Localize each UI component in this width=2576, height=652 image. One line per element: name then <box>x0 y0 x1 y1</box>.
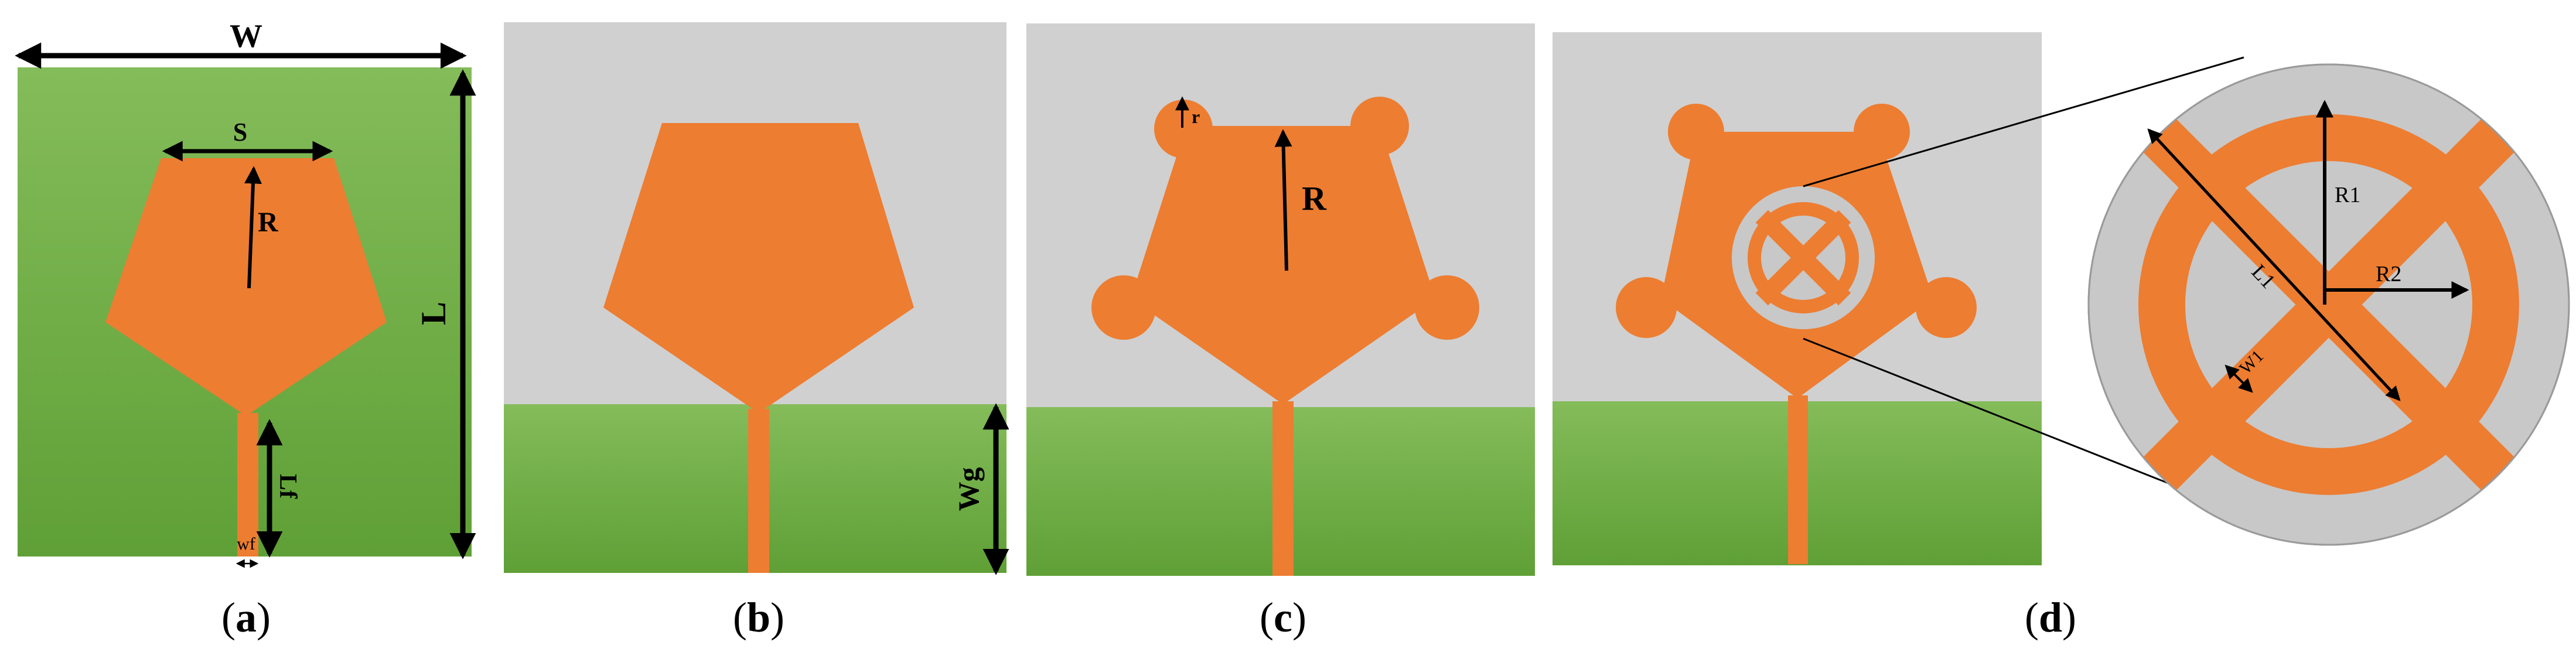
panel-d-corner-circle-left <box>1616 277 1677 338</box>
panel-d: R1 R2 L1 W1 (d) <box>1553 32 2570 641</box>
panel-c-caption: (c) <box>1260 594 1306 641</box>
panel-c-corner-circle-top-left <box>1154 100 1213 158</box>
panel-b-feed-line <box>748 409 769 573</box>
panel-a-r-dimension-arrow <box>244 166 262 289</box>
panel-a-w-label: W <box>230 18 262 54</box>
panel-d-w1-dimension-arrow <box>2224 364 2253 393</box>
panel-c-feed-line <box>1272 401 1294 576</box>
panel-c-corner-circle-right <box>1415 275 1479 340</box>
panel-a-lf-label: Lf <box>274 474 301 499</box>
panel-c-wg-label: Wg <box>952 467 985 511</box>
panel-d-zoom-line-top <box>1803 56 2244 187</box>
panel-a-l-label: L <box>414 302 453 325</box>
panel-c-r-small-label: r <box>1192 106 1200 127</box>
panel-d-r2-label: R2 <box>2376 262 2401 286</box>
panel-a-r-label: R <box>258 207 279 238</box>
panel-d-r1-label: R1 <box>2335 183 2360 207</box>
panel-a-feed-line <box>237 413 258 557</box>
panel-b-caption: (b) <box>733 594 784 641</box>
panel-c: r R Wg (c) <box>952 23 1535 641</box>
panel-d-zoom-line-bottom <box>1803 337 2233 510</box>
panel-b-pentagon-patch <box>603 123 914 413</box>
panel-d-zoom-inset <box>2087 63 2570 546</box>
panel-a-s-label: S <box>233 118 247 146</box>
panel-b: (b) <box>504 22 1006 641</box>
panel-a: W L S R Lf wf (a) <box>15 18 476 641</box>
panel-c-r-dimension-arrow <box>1274 129 1292 271</box>
panel-d-caption: (d) <box>2025 594 2076 641</box>
panel-c-corner-circle-left <box>1091 275 1156 340</box>
panel-c-pentagon-patch <box>1131 126 1435 404</box>
panel-d-l1-dimension-arrow <box>2147 128 2401 401</box>
panel-a-caption: (a) <box>221 594 271 641</box>
panel-d-corner-circle-right <box>1916 277 1977 338</box>
panel-c-corner-circle-top-right <box>1350 97 1409 155</box>
panel-d-feed-line <box>1788 395 1808 564</box>
panel-c-r-label: R <box>1302 179 1327 217</box>
panel-d-corner-circle-top-left <box>1668 104 1724 160</box>
panel-a-pentagon-patch <box>105 158 387 416</box>
panel-a-wf-label: wf <box>237 534 255 554</box>
panel-d-slot-structure <box>1732 186 1875 329</box>
panel-d-corner-circle-top-right <box>1854 104 1910 160</box>
